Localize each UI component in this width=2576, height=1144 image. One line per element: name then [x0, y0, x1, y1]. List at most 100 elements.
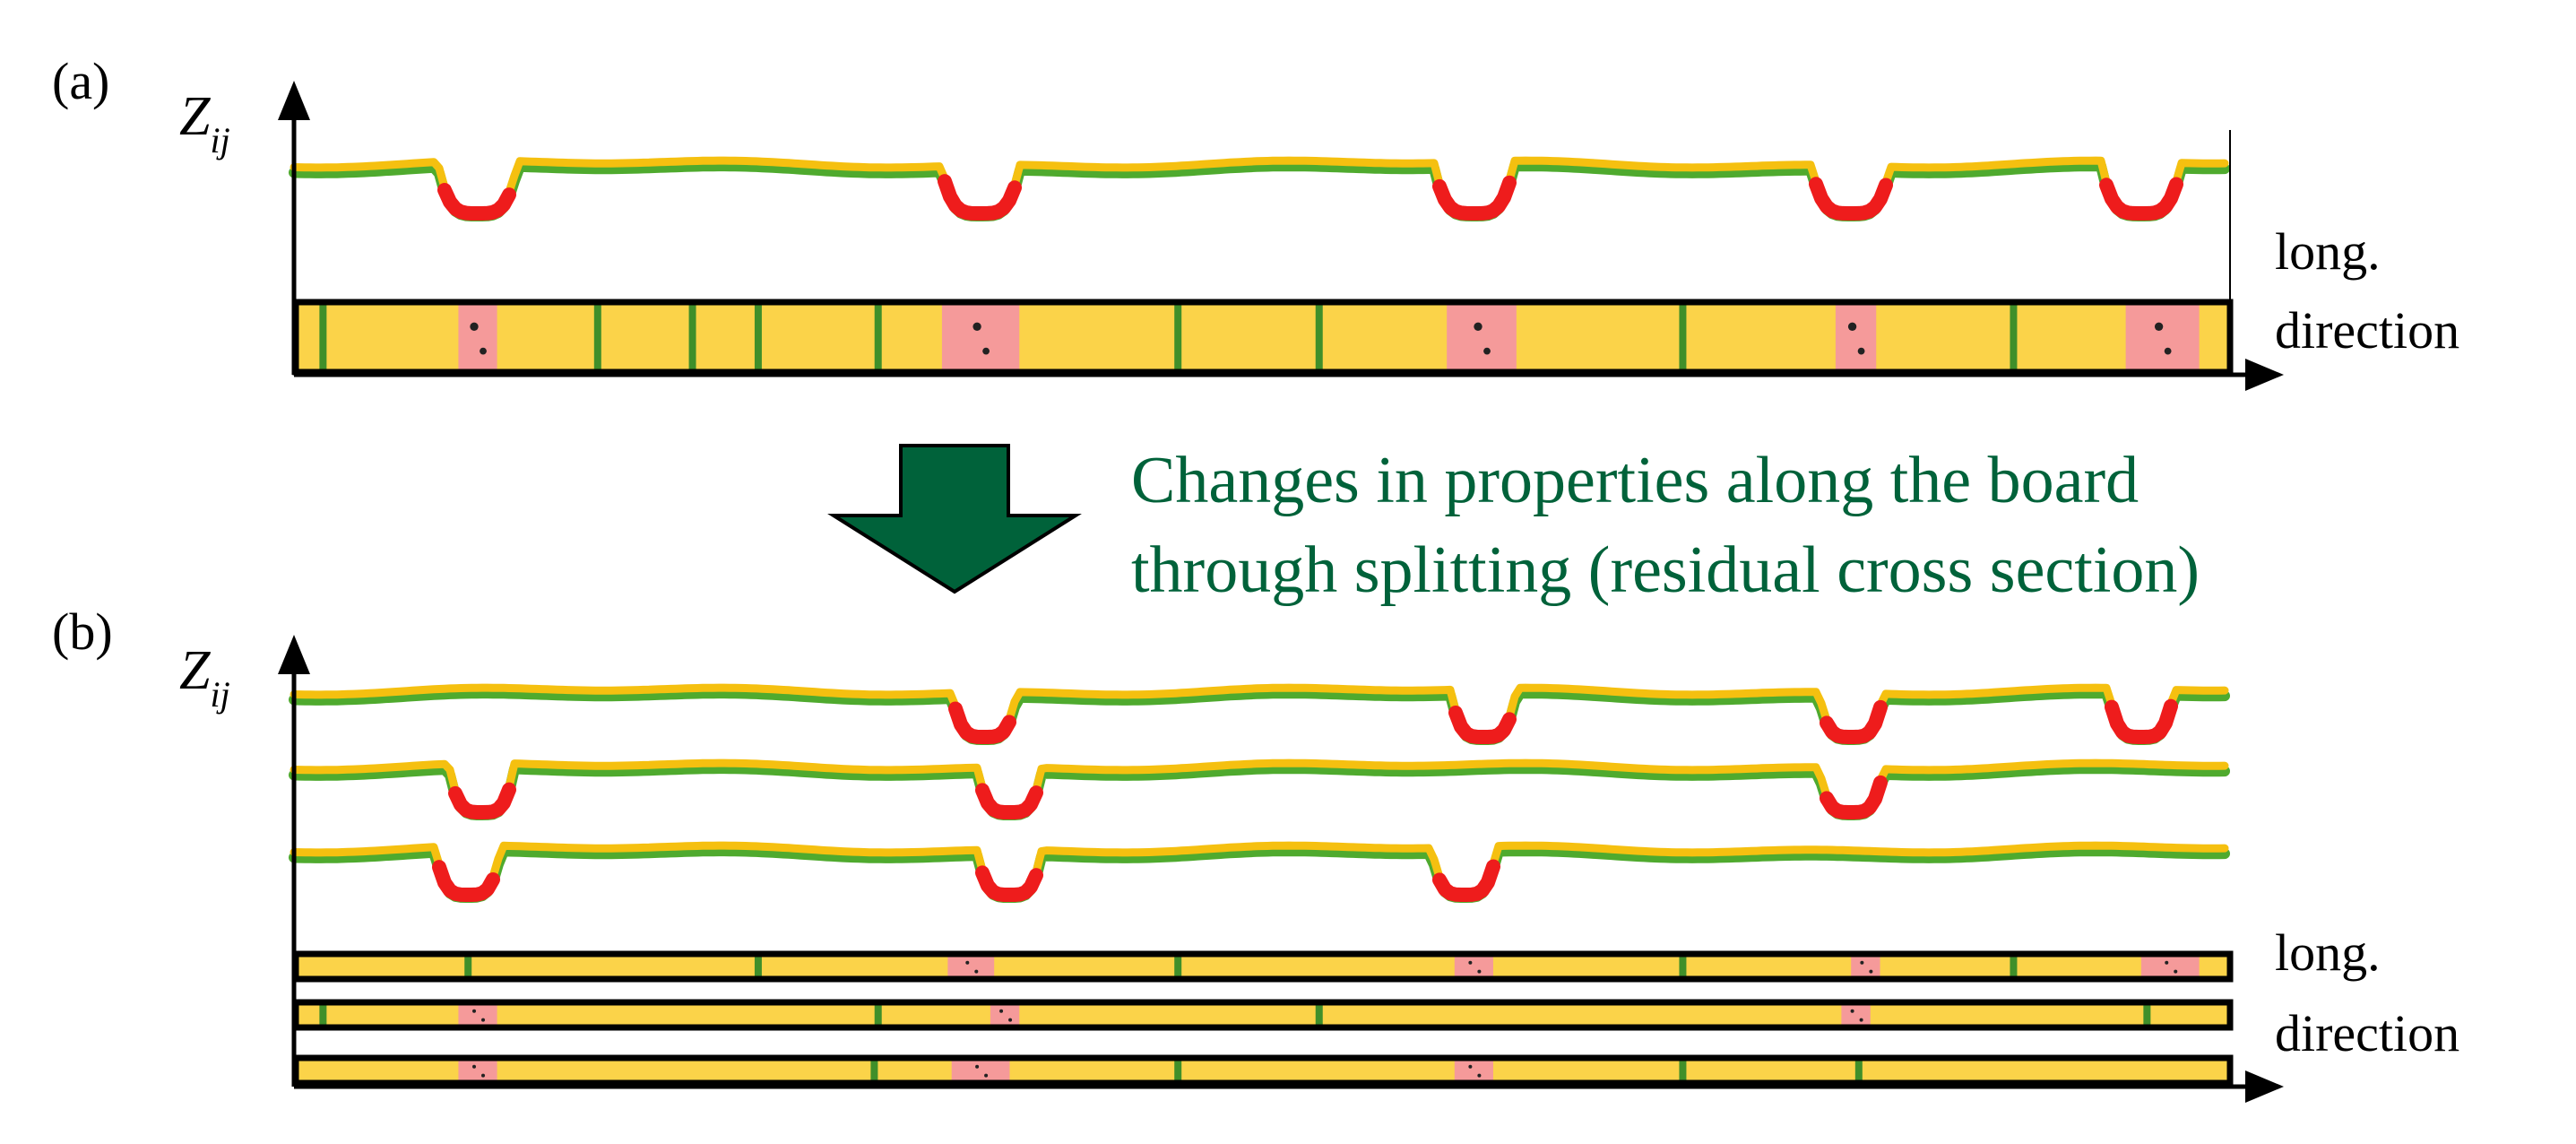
panel-b-strip-1-wood	[298, 1002, 2228, 1027]
panel-b-strip-0-knot-speck-a-1	[1468, 960, 1473, 965]
panel-b-profile-2-line-lower	[289, 845, 2230, 903]
panel-a-label: (a)	[52, 52, 109, 110]
panel-b-strip-1-knot-zone-1	[990, 1002, 1020, 1027]
panel-b-strip-0-ring-0	[464, 954, 472, 979]
panel-a-board-knot-speck-a-1	[972, 322, 981, 331]
panel-a-board-knot-speck-b-1	[982, 347, 990, 355]
panel-b-profile-0-defect-0	[948, 701, 1016, 744]
panel-b-strip-0-knot-zone-0	[947, 954, 995, 979]
caption-line2: through splitting (residual cross sectio…	[1131, 533, 2200, 607]
panel-b-strip-2-knot-speck-a-1	[975, 1064, 980, 1069]
panel-b-strip-0-knot-speck-a-2	[1860, 960, 1864, 965]
panel-a-board-knot-speck-a-0	[470, 322, 479, 331]
panel-a-y-axis-main: Z	[179, 86, 211, 147]
panel-a-board-knot-zone-2	[1447, 302, 1517, 372]
panel-b-profile-0-defect-1	[1448, 706, 1517, 744]
panel-b-strip-2-knot-speck-a-0	[472, 1064, 477, 1069]
panel-a-board-knot-speck-b-3	[1857, 347, 1865, 355]
panel-b-profile-2-defect-1	[975, 865, 1043, 902]
panel-a-board-ring-5	[1174, 302, 1182, 372]
panel-b-strip-1-ring-2	[1315, 1002, 1323, 1027]
panel-a-profile-defect-0	[437, 183, 516, 221]
panel-b-strip-2-knot-zone-0	[458, 1058, 497, 1083]
panel-a-board-ring-7	[1679, 302, 1687, 372]
panel-b-strip-1-knot-speck-a-2	[1850, 1009, 1854, 1013]
panel-a-x-axis-arrowhead	[2245, 359, 2284, 391]
panel-b-strip-0-knot-speck-b-0	[974, 969, 979, 974]
panel-b-strip-0-knot-speck-b-2	[1869, 969, 1873, 974]
panel-a-board-knot-speck-a-4	[2154, 322, 2164, 331]
panel-a-board-knot-zone-0	[458, 302, 497, 372]
panel-b-strip-2-knot-speck-a-2	[1468, 1064, 1473, 1069]
panel-b-profile-0-line-lower	[289, 688, 2230, 745]
panel-a-profile-line-lower	[289, 160, 2230, 221]
panel-b-strip-0-ring-3	[1679, 954, 1687, 979]
panel-a-board-ring-2	[688, 302, 696, 372]
panel-b-strip-1-ring-1	[874, 1002, 882, 1027]
panel-a-board-ring-4	[874, 302, 882, 372]
panel-a-board-knot-speck-a-3	[1847, 322, 1857, 331]
panel-b-strip-1-knot-zone-0	[458, 1002, 497, 1027]
panel-b-strip-1-ring-3	[2143, 1002, 2151, 1027]
panel-a-profile	[289, 156, 2230, 221]
panel-a-board-knot-zone-1	[941, 302, 1020, 372]
panel-b-strip-2-knot-speck-b-2	[1477, 1073, 1482, 1078]
down-arrow-icon	[827, 444, 1082, 594]
panel-b-profile-0-defect-2	[1820, 699, 1888, 744]
panel-b-x-axis-arrowhead	[2245, 1070, 2284, 1103]
panel-b-strip-2-knot-speck-b-1	[984, 1073, 989, 1078]
panel-b-strip-2-ring-0	[870, 1058, 878, 1083]
panel-b-strip-0-knot-zone-3	[2140, 954, 2200, 979]
panel-a-board-ring-6	[1315, 302, 1323, 372]
panel-a-x-axis-line1: long.	[2275, 222, 2381, 281]
panel-b-strip-0-wood	[298, 954, 2228, 979]
panel-a-profile-defect-1	[938, 174, 1022, 221]
panel-a-board-knot-speck-b-4	[2164, 347, 2172, 355]
panel-b-x-axis-line2: direction	[2275, 1004, 2459, 1062]
panel-b-strip-1-knot-speck-a-0	[472, 1009, 477, 1013]
panel-a: (a) Zij long. direction	[52, 52, 2459, 391]
panel-a-board-knot-speck-b-2	[1483, 347, 1491, 355]
panel-b-strip-0-knot-zone-1	[1454, 954, 1493, 979]
panel-b-strip-0-knot-speck-b-3	[2174, 969, 2178, 974]
panel-a-y-axis-arrowhead	[278, 81, 310, 120]
panel-b-strip-1-ring-0	[319, 1002, 327, 1027]
panel-a-board-knot-speck-b-0	[480, 347, 487, 355]
panel-b-strips	[292, 950, 2234, 1087]
panel-b-strip-0-knot-speck-a-3	[2165, 960, 2169, 965]
panel-a-board-ring-8	[2010, 302, 2018, 372]
panel-b-y-axis-label: Zij	[179, 640, 230, 715]
panel-b-profile-1-defect-1	[975, 783, 1043, 819]
panel-b: (b) Zij long. direction	[52, 602, 2459, 1103]
panel-a-profile-defect-2	[1432, 175, 1517, 221]
panel-b-strip-2-knot-zone-1	[951, 1058, 1010, 1083]
panel-a-board	[292, 299, 2234, 376]
panel-a-profile-line-upper	[290, 156, 2229, 215]
panel-a-board-knot-zone-3	[1835, 302, 1877, 372]
panel-a-board-knot-speck-a-2	[1474, 322, 1482, 331]
transition: Changes in properties along the board th…	[827, 444, 2200, 607]
panel-b-profile-2-defect-0	[432, 860, 500, 902]
panel-b-strip-1-knot-zone-2	[1841, 1002, 1871, 1027]
panel-b-profile-1-defect-2	[1820, 775, 1888, 819]
panel-b-y-axis-main: Z	[179, 640, 211, 701]
panel-b-strip-2-ring-2	[1679, 1058, 1687, 1083]
panel-a-board-knot-zone-4	[2125, 302, 2200, 372]
panel-b-axes	[278, 635, 2284, 1103]
caption-line1: Changes in properties along the board	[1131, 444, 2139, 517]
panel-a-profile-defect-4	[2099, 177, 2183, 221]
panel-a-board-ring-1	[593, 302, 601, 372]
panel-b-strip-0-ring-2	[1174, 954, 1182, 979]
panel-b-profile-2-defect-2	[1432, 859, 1500, 902]
panel-b-y-axis-sub: ij	[210, 674, 229, 715]
panel-a-profile-defect-3	[1809, 177, 1893, 221]
panel-a-axes	[278, 81, 2284, 391]
panel-b-strip-0-knot-zone-2	[1851, 954, 1880, 979]
panel-b-profile-0-defect-3	[2105, 698, 2178, 744]
panel-a-board-ring-0	[319, 302, 327, 372]
panel-a-x-axis-line2: direction	[2275, 301, 2459, 360]
panel-b-y-axis-arrowhead	[278, 635, 310, 674]
panel-b-profile-0-line-upper	[290, 683, 2229, 739]
